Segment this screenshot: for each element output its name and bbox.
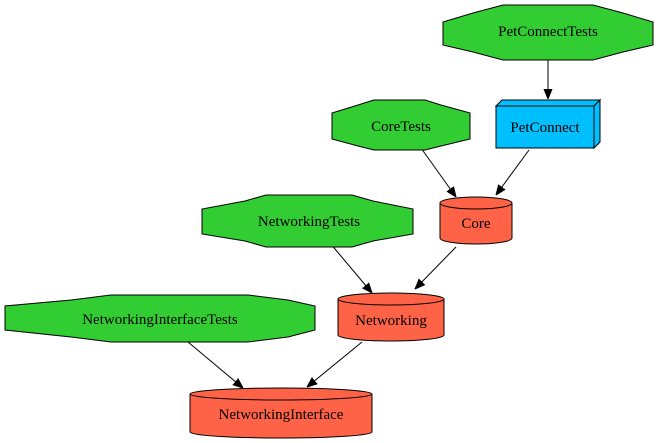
node-label: NetworkingInterface [219, 407, 344, 423]
cylinder-body [337, 292, 445, 342]
edge-networking-to-networkinginterface [307, 341, 363, 387]
node-label: PetConnect [510, 120, 580, 136]
node-networking[interactable]: Networking [337, 292, 445, 342]
cylinder-top-rim [189, 393, 373, 401]
node-networkinginterface[interactable]: NetworkingInterface [189, 387, 373, 439]
cylinder-body [189, 387, 373, 439]
node-core[interactable]: Core [439, 196, 513, 245]
node-label: CoreTests [371, 119, 431, 135]
octagon-shape [201, 194, 414, 248]
node-petconnecttests[interactable]: PetConnectTests [442, 4, 654, 61]
cylinder-top-rim [337, 298, 445, 306]
box3d-top [494, 99, 602, 107]
octagon-shape [4, 294, 316, 343]
edges [187, 53, 548, 388]
edge-coretests-to-core [420, 147, 456, 197]
node-networkingtests[interactable]: NetworkingTests [201, 194, 414, 248]
node-label: Networking [355, 313, 427, 329]
edge-networkingtests-to-networking [329, 242, 372, 293]
node-coretests[interactable]: CoreTests [331, 99, 471, 151]
edge-networkinginterfacetests-to-networkinginterface [187, 341, 243, 388]
node-label: NetworkingTests [258, 214, 360, 230]
node-networkinginterfacetests[interactable]: NetworkingInterfaceTests [4, 294, 316, 343]
box3d-side [593, 98, 601, 150]
node-petconnect[interactable]: PetConnect [494, 98, 602, 150]
edge-petconnect-to-core [496, 149, 530, 195]
cylinder-body [439, 196, 513, 245]
node-label: NetworkingInterfaceTests [82, 312, 238, 328]
node-label: PetConnectTests [498, 24, 598, 40]
cylinder-top-rim [439, 202, 513, 210]
octagon-shape [442, 4, 654, 61]
node-label: Core [461, 216, 491, 232]
octagon-shape [331, 99, 471, 151]
edge-core-to-networking [415, 246, 457, 289]
